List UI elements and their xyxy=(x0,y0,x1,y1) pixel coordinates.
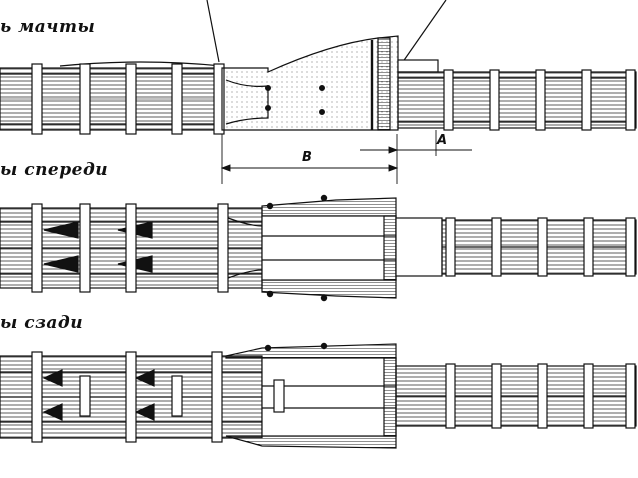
front-cheek-top xyxy=(261,197,397,217)
caption-side-view: ь мачты xyxy=(0,17,96,37)
rear-cheek-top xyxy=(225,343,397,359)
front-view xyxy=(0,194,637,302)
front-mast-cap xyxy=(395,217,443,277)
rear-topmast-bands xyxy=(445,363,636,429)
dimension-lines xyxy=(220,130,472,184)
front-mast-bands xyxy=(31,203,229,293)
front-topmast-bands xyxy=(445,217,636,277)
leader-line-left xyxy=(206,0,220,63)
caption-rear-view: ы сзади xyxy=(0,313,84,333)
mast-cap xyxy=(397,59,439,73)
side-view xyxy=(0,0,637,184)
rear-trestle-marks xyxy=(42,369,155,421)
rear-cheek-bottom xyxy=(225,435,397,449)
dimension-label-a: A xyxy=(437,133,448,148)
leader-line-right xyxy=(399,0,447,67)
rear-view xyxy=(0,342,637,449)
topmast xyxy=(397,71,637,129)
caption-front-view: ы спереди xyxy=(0,160,109,180)
front-cheek-bottom xyxy=(261,279,397,299)
dimension-label-b: B xyxy=(302,150,312,165)
mast-bands-upper xyxy=(443,69,636,131)
rear-mast-bands xyxy=(31,351,223,443)
